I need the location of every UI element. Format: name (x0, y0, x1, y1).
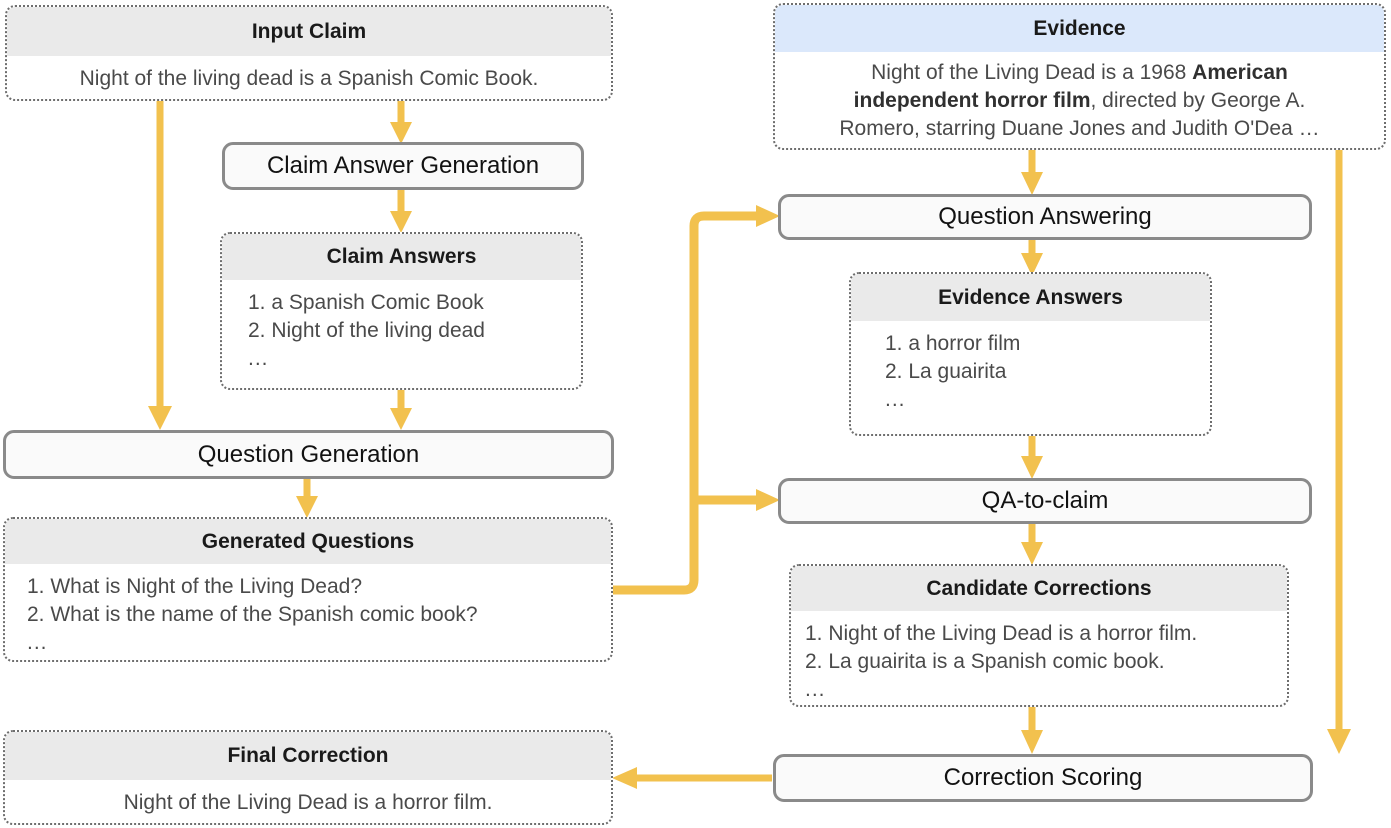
arrow-candidate-corrections-to-correction-scoring (1021, 707, 1043, 754)
generated-questions-item-1: 1. What is Night of the Living Dead? (27, 575, 363, 598)
arrow-qa-to-claim-to-candidate-corrections (1021, 524, 1043, 565)
evidence-line-1-plain: Night of the Living Dead is a 1968 (871, 61, 1193, 84)
claim-answer-generation-box[interactable]: Claim Answer Generation (222, 142, 584, 190)
input-claim-box: Input Claim Night of the living dead is … (5, 5, 613, 101)
candidate-corrections-ellipsis: ... (805, 678, 826, 702)
arrow-evidence-to-correction-scoring (1327, 150, 1351, 754)
qa-to-claim-box[interactable]: QA-to-claim (778, 478, 1312, 524)
evidence-line-2: independent horror film, directed by Geo… (789, 87, 1370, 115)
question-answering-label: Question Answering (938, 203, 1152, 230)
generated-questions-header: Generated Questions (5, 519, 611, 564)
arrow-evidence-to-question-answering (1021, 150, 1043, 195)
evidence-header: Evidence (775, 5, 1384, 52)
candidate-corrections-body: 1. Night of the Living Dead is a horror … (791, 611, 1287, 705)
claim-answers-item-1: 1. a Spanish Comic Book (248, 291, 484, 314)
evidence-body: Night of the Living Dead is a 1968 Ameri… (775, 52, 1384, 148)
evidence-answers-item-2: 2. La guairita (885, 360, 1007, 384)
correction-scoring-box[interactable]: Correction Scoring (773, 754, 1313, 802)
final-correction-text: Night of the Living Dead is a horror fil… (123, 791, 493, 814)
evidence-answers-ellipsis: ... (885, 388, 906, 412)
arrow-input-claim-to-claim-answer-generation (390, 101, 412, 144)
final-correction-body: Night of the Living Dead is a horror fil… (5, 780, 611, 823)
arrow-claim-answer-generation-to-claim-answers (390, 190, 412, 233)
claim-answers-body: 1. a Spanish Comic Book 2. Night of the … (222, 280, 581, 381)
generated-questions-box: Generated Questions 1. What is Night of … (3, 517, 613, 662)
arrow-correction-scoring-to-final-correction (612, 767, 772, 789)
generated-questions-ellipsis: ... (27, 631, 48, 655)
evidence-line-3: Romero, starring Duane Jones and Judith … (839, 117, 1320, 141)
candidate-corrections-header: Candidate Corrections (791, 566, 1287, 611)
evidence-line-1: Night of the Living Dead is a 1968 Ameri… (789, 59, 1370, 87)
generated-questions-body: 1. What is Night of the Living Dead? 2. … (5, 564, 611, 660)
evidence-answers-body: 1. a horror film 2. La guairita ... (851, 321, 1210, 422)
evidence-answers-header: Evidence Answers (851, 274, 1210, 321)
arrow-evidence-answers-to-qa-to-claim (1021, 436, 1043, 479)
evidence-line-2-bold: independent horror film (853, 89, 1091, 113)
correction-scoring-label: Correction Scoring (943, 764, 1143, 791)
question-generation-label: Question Generation (197, 440, 420, 468)
generated-questions-item-2: 2. What is the name of the Spanish comic… (27, 603, 478, 627)
evidence-answers-item-1: 1. a horror film (885, 332, 1021, 355)
arrow-input-claim-to-question-generation (148, 101, 172, 430)
claim-answers-box: Claim Answers 1. a Spanish Comic Book 2.… (220, 232, 583, 390)
claim-answers-header: Claim Answers (222, 234, 581, 280)
input-claim-header: Input Claim (7, 7, 611, 56)
question-answering-box[interactable]: Question Answering (778, 194, 1312, 240)
evidence-line-1-bold: American (1192, 61, 1288, 84)
question-generation-box[interactable]: Question Generation (3, 430, 614, 479)
candidate-corrections-item-1: 1. Night of the Living Dead is a horror … (805, 622, 1198, 645)
claim-answers-ellipsis: ... (248, 347, 269, 371)
evidence-box: Evidence Night of the Living Dead is a 1… (773, 3, 1386, 150)
candidate-corrections-item-2: 2. La guairita is a Spanish comic book. (805, 650, 1165, 674)
evidence-line-2-plain: , directed by George A. (1090, 89, 1306, 113)
qa-to-claim-label: QA-to-claim (981, 487, 1109, 514)
claim-answers-item-2: 2. Night of the living dead (248, 319, 485, 343)
arrow-claim-answers-to-question-generation (390, 390, 412, 430)
claim-answer-generation-label: Claim Answer Generation (266, 152, 540, 179)
arrow-question-generation-to-generated-questions (296, 479, 318, 518)
candidate-corrections-box: Candidate Corrections 1. Night of the Li… (789, 564, 1289, 707)
input-claim-body: Night of the living dead is a Spanish Co… (7, 56, 611, 99)
evidence-answers-box: Evidence Answers 1. a horror film 2. La … (849, 272, 1212, 436)
final-correction-header: Final Correction (5, 732, 611, 780)
arrow-generated-questions-branch (606, 205, 780, 595)
final-correction-box: Final Correction Night of the Living Dea… (3, 730, 613, 825)
input-claim-text: Night of the living dead is a Spanish Co… (79, 67, 539, 90)
arrow-question-answering-to-evidence-answers (1021, 240, 1043, 276)
